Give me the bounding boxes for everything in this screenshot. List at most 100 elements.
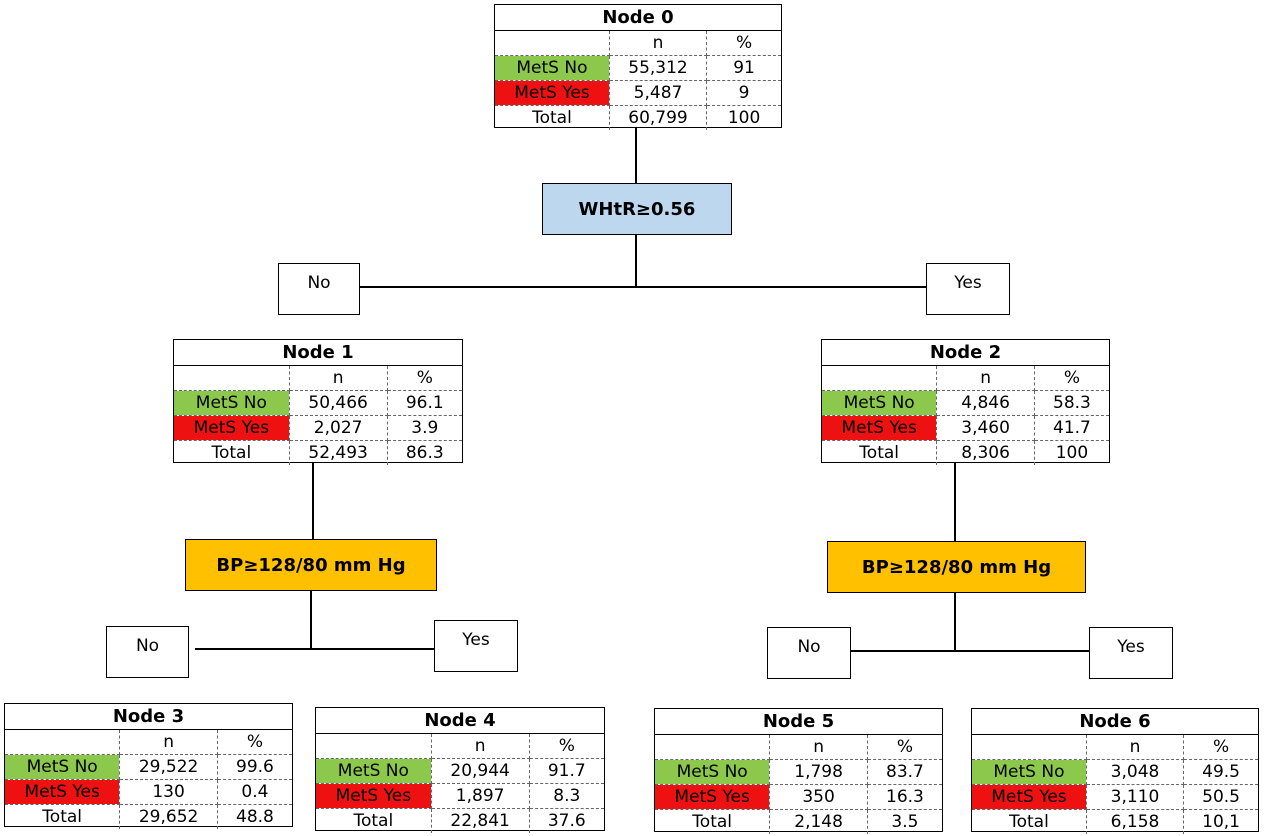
n-header: n xyxy=(119,730,218,755)
total-row: Total 52,493 86.3 xyxy=(174,440,462,465)
total-pct: 100 xyxy=(727,108,761,128)
mets-no-pct: 83.7 xyxy=(867,759,942,785)
mets-no-pct: 99.6 xyxy=(217,754,292,780)
branch-no-root: No xyxy=(278,263,360,315)
pct-header: % xyxy=(217,730,292,755)
total-pct: 86.3 xyxy=(405,443,444,463)
node-table: n % MetS No 20,944 91.7 MetS Yes 1,897 8… xyxy=(316,734,604,833)
mets-yes-n: 3,460 xyxy=(936,415,1035,441)
mets-no-n: 29,522 xyxy=(119,754,218,780)
node-5: Node 5 n % MetS No 1,798 83.7 MetS Yes 3… xyxy=(654,708,943,834)
node-title: Node 6 xyxy=(972,709,1258,735)
mets-yes-row: MetS Yes 130 0.4 xyxy=(5,779,292,805)
mets-no-label: MetS No xyxy=(655,759,771,785)
node-title: Node 1 xyxy=(174,340,462,366)
mets-no-row: MetS No 4,846 58.3 xyxy=(822,390,1109,416)
mets-no-n: 50,466 xyxy=(289,390,388,416)
pct-header: % xyxy=(529,734,604,759)
mets-yes-label: MetS Yes xyxy=(5,779,121,805)
node-table: n % MetS No 3,048 49.5 MetS Yes 3,110 50… xyxy=(972,735,1258,834)
total-pct: 3.5 xyxy=(891,812,919,832)
total-n: 29,652 xyxy=(119,804,218,829)
mets-no-label: MetS No xyxy=(316,758,432,784)
mets-no-pct: 58.3 xyxy=(1034,390,1109,416)
total-pct: 100 xyxy=(1055,443,1089,463)
mets-yes-n: 130 xyxy=(119,779,218,805)
total-pct: 10,1 xyxy=(1202,812,1240,832)
mets-yes-pct: 8.3 xyxy=(529,783,604,809)
mets-no-pct: 91 xyxy=(706,55,781,81)
header-row: n % xyxy=(822,366,1109,391)
mets-yes-label: MetS Yes xyxy=(316,783,432,809)
mets-no-n: 20,944 xyxy=(431,758,530,784)
n-header: n xyxy=(289,366,388,391)
total-row: Total 6,158 10,1 xyxy=(972,809,1258,834)
header-row: n % xyxy=(972,735,1258,760)
header-row: n % xyxy=(316,734,604,759)
mets-no-n: 55,312 xyxy=(609,55,708,81)
branch-yes-root: Yes xyxy=(926,263,1010,315)
mets-yes-pct: 41.7 xyxy=(1034,415,1109,441)
branch-no-left: No xyxy=(106,626,189,678)
total-n: 6,158 xyxy=(1086,809,1185,834)
mets-yes-row: MetS Yes 2,027 3.9 xyxy=(174,415,462,441)
mets-no-n: 3,048 xyxy=(1086,759,1185,785)
mets-yes-pct: 50.5 xyxy=(1183,784,1258,810)
mets-no-label: MetS No xyxy=(972,759,1087,785)
mets-yes-n: 350 xyxy=(769,784,868,810)
node-title: Node 4 xyxy=(316,708,604,734)
total-row: Total 8,306 100 xyxy=(822,440,1109,465)
node-title: Node 5 xyxy=(655,709,942,735)
node-6: Node 6 n % MetS No 3,048 49.5 MetS Yes 3… xyxy=(971,708,1259,834)
node-table: n % MetS No 4,846 58.3 MetS Yes 3,460 41… xyxy=(822,366,1109,465)
mets-no-label: MetS No xyxy=(495,55,610,81)
mets-no-n: 4,846 xyxy=(936,390,1035,416)
total-row: Total 29,652 48.8 xyxy=(5,804,292,829)
mets-yes-label: MetS Yes xyxy=(174,415,290,441)
split-bp-left: BP≥128/80 mm Hg xyxy=(185,539,437,591)
node-table: n % MetS No 55,312 91 MetS Yes 5,487 9 T… xyxy=(495,31,781,130)
split-bp-right: BP≥128/80 mm Hg xyxy=(827,541,1086,593)
mets-yes-row: MetS Yes 350 16.3 xyxy=(655,784,942,810)
node-title: Node 0 xyxy=(495,5,781,31)
mets-no-pct: 96.1 xyxy=(387,390,462,416)
total-n: 2,148 xyxy=(769,809,868,834)
mets-yes-label: MetS Yes xyxy=(972,784,1087,810)
pct-header: % xyxy=(867,735,942,760)
mets-yes-n: 1,897 xyxy=(431,783,530,809)
node-title: Node 2 xyxy=(822,340,1109,366)
n-header: n xyxy=(431,734,530,759)
node-4: Node 4 n % MetS No 20,944 91.7 MetS Yes … xyxy=(315,707,605,833)
mets-yes-pct: 0.4 xyxy=(217,779,292,805)
total-row: Total 2,148 3.5 xyxy=(655,809,942,834)
header-row: n % xyxy=(495,31,781,56)
mets-yes-n: 3,110 xyxy=(1086,784,1185,810)
node-0: Node 0 n % MetS No 55,312 91 MetS Yes 5,… xyxy=(494,4,782,130)
total-row: Total 60,799 100 xyxy=(495,105,781,130)
header-row: n % xyxy=(5,730,292,755)
header-row: n % xyxy=(174,366,462,391)
total-n: 52,493 xyxy=(289,440,388,465)
branch-no-right: No xyxy=(767,627,851,679)
total-label: Total xyxy=(316,808,432,833)
mets-yes-label: MetS Yes xyxy=(822,415,938,441)
total-n: 60,799 xyxy=(609,105,708,130)
header-row: n % xyxy=(655,735,942,760)
mets-no-label: MetS No xyxy=(174,390,290,416)
mets-yes-n: 5,487 xyxy=(609,80,708,106)
n-header: n xyxy=(936,366,1035,391)
total-label: Total xyxy=(972,809,1087,834)
mets-no-row: MetS No 3,048 49.5 xyxy=(972,759,1258,785)
mets-no-row: MetS No 29,522 99.6 xyxy=(5,754,292,780)
mets-no-label: MetS No xyxy=(822,390,938,416)
mets-no-label: MetS No xyxy=(5,754,121,780)
total-label: Total xyxy=(174,440,290,465)
branch-yes-right: Yes xyxy=(1089,627,1173,679)
total-label: Total xyxy=(495,105,610,130)
node-2: Node 2 n % MetS No 4,846 58.3 MetS Yes 3… xyxy=(821,339,1110,465)
mets-yes-row: MetS Yes 5,487 9 xyxy=(495,80,781,106)
total-pct: 37.6 xyxy=(547,811,586,831)
mets-yes-pct: 9 xyxy=(706,80,781,106)
node-1: Node 1 n % MetS No 50,466 96.1 MetS Yes … xyxy=(173,339,463,465)
mets-yes-label: MetS Yes xyxy=(495,80,610,106)
